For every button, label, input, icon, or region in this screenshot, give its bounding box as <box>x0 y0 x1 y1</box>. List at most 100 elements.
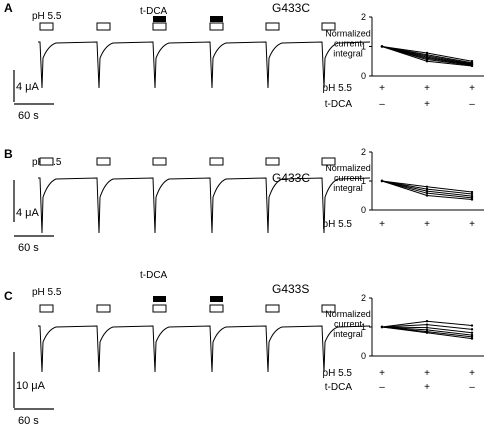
chart-y-label: Normalized <box>325 309 371 319</box>
mutant-label: G433C <box>272 1 310 15</box>
ph-bar <box>39 157 54 166</box>
chart-point <box>425 194 429 197</box>
chart-point <box>470 331 474 334</box>
ph-bar <box>209 22 224 31</box>
chart-point <box>380 179 384 183</box>
condition-row-label: t-DCA <box>325 99 353 110</box>
current-scale-label: 10 μA <box>16 380 46 392</box>
mutant-label: G433C <box>272 171 310 185</box>
chart-point <box>470 196 474 200</box>
current-trace <box>38 41 371 89</box>
time-scale-label: 60 s <box>18 415 39 427</box>
condition-row-label: t-DCA <box>325 382 353 393</box>
mutant-label: G433S <box>272 282 309 296</box>
condition-value: + <box>424 382 430 393</box>
chart-point <box>380 325 384 329</box>
time-scale-label: 60 s <box>18 242 39 254</box>
chart-y-tick-label: 0 <box>361 205 366 215</box>
ph-bar <box>39 22 54 31</box>
ph-label: pH 5.5 <box>32 11 62 22</box>
ph-label: pH 5.5 <box>32 287 62 298</box>
ph-bar <box>152 304 167 313</box>
condition-value: + <box>424 368 430 379</box>
chart-point <box>470 335 474 339</box>
chart-y-tick-label: 0 <box>361 351 366 361</box>
current-trace <box>38 325 371 373</box>
ph-bar <box>152 22 167 31</box>
current-trace <box>38 177 371 234</box>
chart-point <box>425 328 429 332</box>
ph-bar <box>96 22 111 31</box>
chart-point <box>425 326 429 329</box>
condition-value: + <box>379 83 385 94</box>
chart-y-tick-label: 2 <box>361 12 366 22</box>
chart-point <box>425 185 429 188</box>
chart-point <box>470 64 474 68</box>
panel-letter: B <box>4 147 13 161</box>
condition-value: – <box>469 99 475 110</box>
condition-value: + <box>469 83 475 94</box>
tdca-bar <box>210 16 223 22</box>
condition-value: + <box>469 368 475 379</box>
ph-bar <box>265 304 280 313</box>
tdca-bar <box>153 296 166 302</box>
chart-y-label: integral <box>333 329 363 339</box>
condition-value: – <box>379 99 385 110</box>
tdca-label: t-DCA <box>140 270 168 281</box>
chart-y-label: Normalized <box>325 163 371 173</box>
chart-point <box>470 328 474 331</box>
chart-y-label: Normalized <box>325 29 371 39</box>
chart-y-tick-label: 2 <box>361 293 366 303</box>
ph-bar <box>321 304 336 313</box>
chart-point <box>470 192 474 196</box>
chart-point <box>425 51 429 55</box>
chart-point <box>470 333 474 337</box>
chart-point <box>425 60 429 63</box>
chart-point <box>470 324 474 327</box>
chart-y-tick-label: 1 <box>361 322 366 332</box>
condition-value: + <box>379 219 385 230</box>
condition-value: + <box>424 219 430 230</box>
ph-bar <box>265 22 280 31</box>
ph-bar <box>265 157 280 166</box>
chart-point <box>425 187 429 191</box>
condition-row-label: pH 5.5 <box>323 368 353 379</box>
chart-point <box>470 194 474 198</box>
chart-point <box>425 58 429 61</box>
chart-y-tick-label: 1 <box>361 42 366 52</box>
condition-value: – <box>379 382 385 393</box>
ph-bar <box>209 304 224 313</box>
chart-point <box>425 320 429 323</box>
panel-letter: C <box>4 289 13 303</box>
current-scale-label: 4 μA <box>16 207 40 219</box>
chart-y-label: integral <box>333 183 363 193</box>
ph-bar <box>209 157 224 166</box>
condition-value: + <box>469 219 475 230</box>
chart-y-label: integral <box>333 49 363 59</box>
chart-point <box>425 191 429 195</box>
chart-y-tick-label: 0 <box>361 71 366 81</box>
ph-bar <box>321 22 336 31</box>
chart-y-label: current <box>334 39 363 49</box>
panel-letter: A <box>4 1 13 15</box>
current-scale-label: 4 μA <box>16 81 40 93</box>
tdca-label: t-DCA <box>140 6 168 17</box>
ph-bar <box>96 157 111 166</box>
chart-point <box>470 198 474 201</box>
tdca-bar <box>153 16 166 22</box>
chart-point <box>425 189 429 193</box>
condition-value: – <box>469 382 475 393</box>
chart-point <box>470 190 474 194</box>
condition-value: + <box>379 368 385 379</box>
chart-point <box>425 323 429 326</box>
ph-bar <box>96 304 111 313</box>
tdca-bar <box>210 296 223 302</box>
chart-point <box>380 45 384 48</box>
ph-bar <box>152 157 167 166</box>
chart-point <box>470 337 474 340</box>
condition-value: + <box>424 99 430 110</box>
condition-row-label: pH 5.5 <box>323 219 353 230</box>
chart-y-label: current <box>334 173 363 183</box>
chart-point <box>425 331 429 334</box>
